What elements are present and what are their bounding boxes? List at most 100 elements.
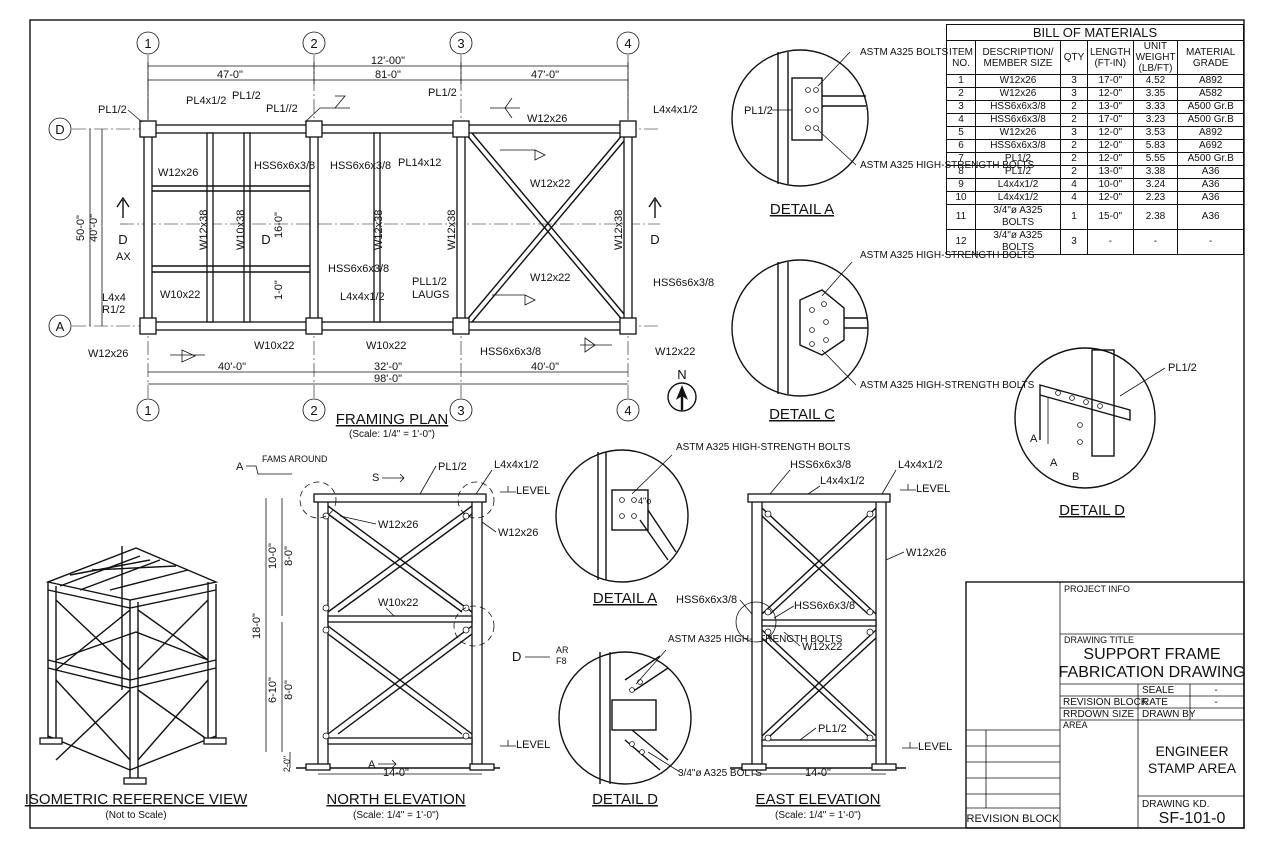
detail-a-top-title: DETAIL A (770, 201, 834, 218)
detail-c: ASTM A325 HIGH-STRENGTH BOLTS ASTM A325 … (731, 250, 1035, 423)
lbl-hss-a: HSS6x6x3/8 (254, 160, 315, 172)
table-cell: W12x26 (975, 74, 1061, 88)
table-cell: 10-0" (1087, 178, 1134, 192)
table-cell: 10 (946, 191, 976, 205)
lbl-hss-b: HSS6x6x3/8 (330, 160, 391, 172)
detail-a-mid: ASTM A325 HIGH-STRENGTH BOLTS 4"o DETAIL… (555, 442, 851, 607)
table-cell: - (1087, 229, 1134, 255)
tb-revision-block: REVISION BLOCK (967, 813, 1061, 825)
table-cell: A500 Gr.B (1177, 152, 1244, 166)
detail-c-label-2: ASTM A325 HIGH-STRENGTH BOLTS (860, 380, 1035, 391)
north-elevation: 18-0" 10-0" 8-0" 6-10" 8-0" 2-0" 14-0" A… (236, 454, 550, 821)
ne-dim-18: 18-0" (251, 613, 263, 639)
table-cell: A692 (1177, 139, 1244, 153)
tb-revision-lbl: REVISION BLOCK (1063, 697, 1148, 708)
dim-bot-overall: 98'-0" (374, 373, 402, 385)
tb-title-line2: FABRICATION DRAWING (1059, 664, 1246, 681)
table-cell: 4.52 (1132, 74, 1179, 88)
ee-width: 14-0" (805, 767, 831, 779)
table-cell: 17-0" (1087, 74, 1134, 88)
north-elev-title: NORTH ELEVATION (326, 791, 465, 808)
lbl-w12-top: W12x26 (527, 113, 567, 125)
tb-date-val: - (1214, 697, 1217, 708)
table-cell: 1 (1060, 204, 1088, 230)
detail-a-top-pl: PL1/2 (744, 105, 773, 117)
dim-top-overall: 12'-00" (371, 55, 405, 67)
grid-row-a: A (56, 319, 65, 334)
table-cell: 2.38 (1132, 204, 1179, 230)
tb-title-line1: SUPPORT FRAME (1083, 646, 1220, 663)
ee-level-top: LEVEL (916, 483, 950, 495)
detail-a-mid-title: DETAIL A (593, 590, 657, 607)
lbl-v4: W12x38 (446, 210, 458, 250)
detail-d-mid: D AR F8 ASTM A325 HIGH-STRENGTH BOLTS 3/… (512, 634, 843, 808)
ne-s: S (372, 472, 379, 484)
bom-header: DESCRIPTION/ MEMBER SIZE (975, 40, 1061, 75)
lbl-l4-bl: L4x4 (102, 292, 126, 304)
table-cell: PL1/2 (975, 165, 1061, 179)
lbl-w12-left: W12x26 (158, 167, 198, 179)
section-d-mid: D (261, 232, 270, 247)
table-cell: A500 Gr.B (1177, 113, 1244, 127)
table-cell: 4 (946, 113, 976, 127)
framing-plan-title: FRAMING PLAN (336, 411, 449, 428)
tb-stamp1: ENGINEER (1155, 743, 1228, 759)
bom-header: MATERIAL GRADE (1177, 40, 1244, 75)
lbl-w10-22a: W10x22 (160, 289, 200, 301)
table-cell: 2 (1060, 139, 1088, 153)
tb-drawing-title-lbl: DRAWING TITLE (1064, 635, 1134, 645)
table-cell: - (1132, 229, 1179, 255)
lbl-w10-22b: W10x22 (254, 340, 294, 352)
detail-a-top-label-1: ASTM A325 BOLTS (860, 47, 949, 58)
ne-w12b: W12x26 (498, 527, 538, 539)
table-cell: A36 (1177, 178, 1244, 192)
ne-dim-10: 10-0" (267, 543, 279, 569)
table-cell: A36 (1177, 165, 1244, 179)
section-d-left: D (118, 232, 127, 247)
table-cell: 5.55 (1132, 152, 1179, 166)
table-cell: 3 (1060, 87, 1088, 101)
ne-width: 14-0" (383, 767, 409, 779)
grid-col-1b: 1 (144, 403, 151, 418)
table-cell: L4x4x1/2 (975, 178, 1061, 192)
tb-drawn-size: RRDOWN SIZE (1063, 709, 1134, 720)
bom-title: BILL OF MATERIALS (946, 24, 1244, 40)
detail-d-right-a1: A (1030, 433, 1038, 445)
dim-top-3: 47'-0" (531, 69, 559, 81)
north-label: N (677, 367, 686, 382)
sheet-border (29, 19, 1245, 829)
ne-dim-8b: 8-0" (283, 680, 295, 700)
table-cell: 3.35 (1132, 87, 1179, 101)
bill-of-materials-table: BILL OF MATERIALS ITEM NO. DESCRIPTION/ … (946, 24, 1244, 255)
dim-bot-3: 40'-0" (531, 361, 559, 373)
grid-bubbles-top: 1 2 3 4 (136, 31, 640, 55)
table-cell: HSS6x6x3/8 (975, 113, 1061, 127)
table-cell: HSS6x6x3/8 (975, 139, 1061, 153)
ee-hss-top: HSS6x6x3/8 (790, 459, 851, 471)
table-cell: 6 (946, 139, 976, 153)
table-cell: A892 (1177, 126, 1244, 140)
table-cell: 13-0" (1087, 100, 1134, 114)
table-cell: 3.23 (1132, 113, 1179, 127)
iso-title: ISOMETRIC REFERENCE VIEW (25, 791, 248, 808)
table-cell: 2.23 (1132, 191, 1179, 205)
table-cell: 3.53 (1132, 126, 1179, 140)
table-cell: PL1/2 (975, 152, 1061, 166)
table-cell: L4x4x1/2 (975, 191, 1061, 205)
lbl-v2: W10x38 (235, 210, 247, 250)
grid-col-2b: 2 (310, 403, 317, 418)
dim-left-2: 40'-0" (88, 214, 100, 242)
dim-top-2: 81-0" (375, 69, 401, 81)
table-cell: 2 (1060, 100, 1088, 114)
lbl-l4-mid: L4x4x1/2 (340, 291, 385, 303)
bom-header-row: ITEM NO. DESCRIPTION/ MEMBER SIZE QTY LE… (946, 40, 1244, 75)
lbl-pl-tl: PL1/2 (98, 104, 127, 116)
detail-c-label-1: ASTM A325 HIGH-STRENGTH BOLTS (860, 250, 1035, 261)
ee-l4b: L4x4x1/2 (820, 475, 865, 487)
east-elev-title: EAST ELEVATION (755, 791, 880, 808)
